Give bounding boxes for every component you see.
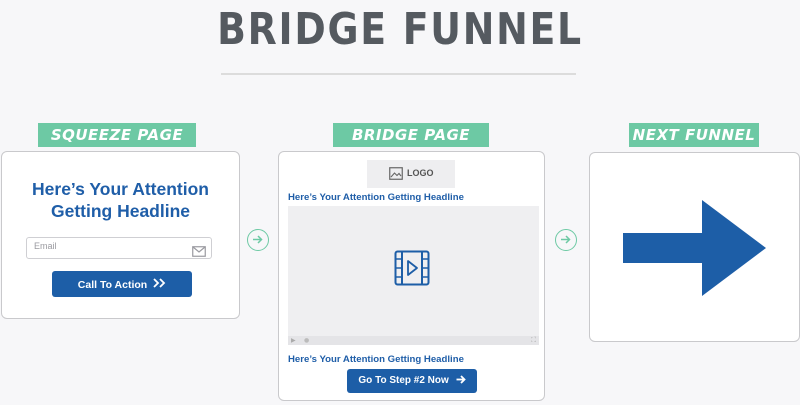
video-play-icon <box>394 250 430 286</box>
call-to-action-label: Call To Action <box>77 279 148 291</box>
page-title: BRIDGE FUNNEL <box>217 4 583 55</box>
logo-placeholder: LOGO <box>367 160 455 188</box>
double-chevron-right-icon <box>153 271 166 297</box>
play-control-icon[interactable]: ▶ <box>291 337 296 344</box>
go-to-step-button[interactable]: Go To Step #2 Now <box>347 369 477 393</box>
video-control-bar[interactable]: ▶ ● ⛶ <box>288 336 539 345</box>
step-label-next: NEXT FUNNEL <box>629 123 759 147</box>
image-icon <box>389 167 403 180</box>
logo-text: LOGO <box>407 168 434 178</box>
circle-arrow-right-icon <box>555 229 577 251</box>
squeeze-page-card: Here’s Your Attention Getting Headline E… <box>1 151 240 319</box>
squeeze-headline-line2: Getting Headline <box>50 201 191 221</box>
fullscreen-icon[interactable]: ⛶ <box>531 336 536 344</box>
title-divider <box>221 73 576 75</box>
step-label-squeeze: SQUEEZE PAGE <box>38 123 196 147</box>
video-player[interactable]: ▶ ● ⛶ <box>288 206 539 345</box>
circle-arrow-right-icon <box>247 229 269 251</box>
arrow-right-icon <box>623 200 766 296</box>
arrow-right-icon <box>456 375 466 384</box>
bridge-headline-bottom: Here’s Your Attention Getting Headline <box>288 354 464 365</box>
next-funnel-card <box>589 152 800 342</box>
email-field[interactable]: Email <box>26 237 212 259</box>
volume-control-icon[interactable]: ● <box>304 337 310 344</box>
go-to-step-label: Go To Step #2 Now <box>358 375 449 386</box>
bridge-page-card: LOGO Here’s Your Attention Getting Headl… <box>278 151 545 401</box>
squeeze-headline-line1: Here’s Your Attention <box>32 179 209 199</box>
mail-icon <box>192 242 206 261</box>
email-placeholder: Email <box>34 241 57 251</box>
step-label-bridge: BRIDGE PAGE <box>333 123 489 147</box>
bridge-headline-top: Here’s Your Attention Getting Headline <box>288 192 464 203</box>
call-to-action-button[interactable]: Call To Action <box>52 271 192 297</box>
